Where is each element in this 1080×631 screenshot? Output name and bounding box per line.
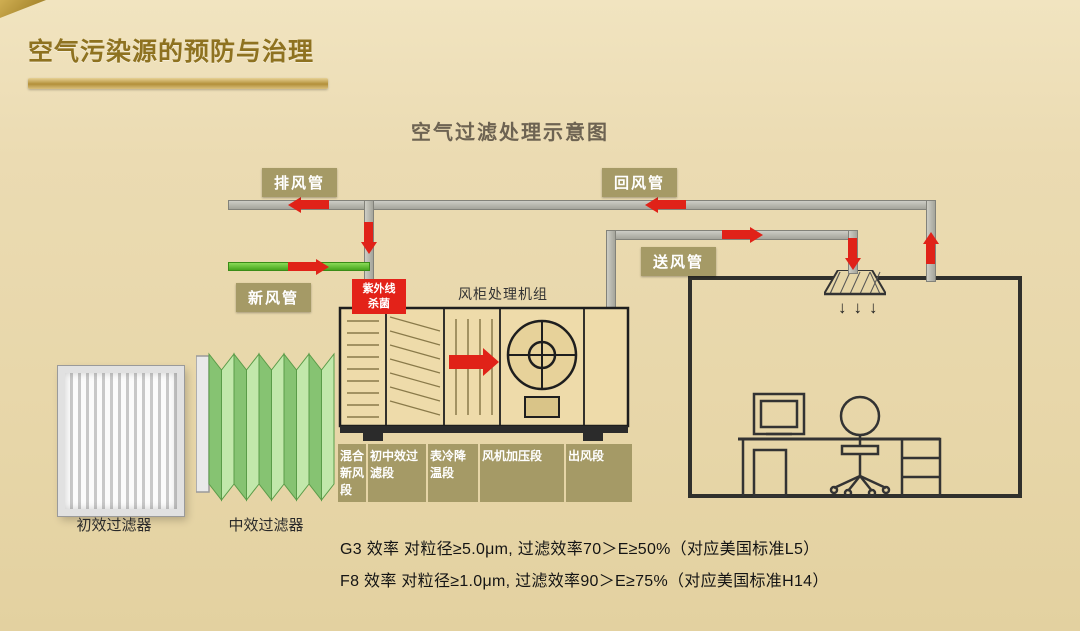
exhaust-flow-arrow-icon [301,200,329,209]
return-flow-arrow-icon [658,200,686,209]
riser-flow-arrow-icon [926,244,935,264]
diagram-title: 空气过滤处理示意图 [411,122,609,144]
ahu-section-label: 初中效过滤段 [368,444,426,503]
medium-filter-caption: 中效过滤器 [228,517,304,534]
ceiling-diffuser-icon [824,270,886,296]
ahu-section-label: 出风段 [566,444,632,503]
airflow-down-arrows-icon: ↓↓↓ [838,298,885,317]
primary-filter-image [57,365,185,517]
mixing-flow-arrow-icon [364,222,373,242]
header-underline [28,78,328,89]
primary-filter-caption: 初效过滤器 [76,517,152,534]
supply-riser-duct [606,230,616,312]
supply-duct-label: 送风管 [641,247,717,276]
uv-badge-line1: 紫外线 [362,283,396,295]
ahu-section-label: 表冷降温段 [428,444,478,503]
exhaust-duct-label: 排风管 [262,168,338,197]
exhaust-return-duct [228,200,936,210]
uv-badge-line2: 杀菌 [368,297,390,310]
page-title: 空气污染源的预防与治理 [28,38,315,66]
ahu-section-label: 风机加压段 [480,444,564,503]
ahu-title: 风柜处理机组 [458,286,548,302]
g3-efficiency-note: G3 效率 对粒径≥5.0μm, 过滤效率70＞E≥50%（对应美国标准L5） [340,541,820,558]
corner-ribbon-icon [0,0,46,18]
office-furniture-illustration [738,392,942,498]
ahu-section-label: 混合新风段 [338,444,366,503]
diffuser-flow-arrow-icon [848,238,857,258]
medium-filter-image [196,352,335,502]
fresh-duct-label: 新风管 [236,283,312,312]
return-duct-label: 回风管 [602,168,678,197]
fresh-flow-arrow-icon [288,262,316,271]
ahu-section-labels: 混合新风段 初中效过滤段 表冷降温段 风机加压段 出风段 [338,444,634,503]
uv-sterilizer-badge: 紫外线 杀菌 [352,279,406,314]
f8-efficiency-note: F8 效率 对粒径≥1.0μm, 过滤效率90＞E≥75%（对应美国标准H14） [340,573,829,590]
ahu-unit-illustration [338,306,630,441]
supply-flow-arrow-icon [722,230,750,239]
